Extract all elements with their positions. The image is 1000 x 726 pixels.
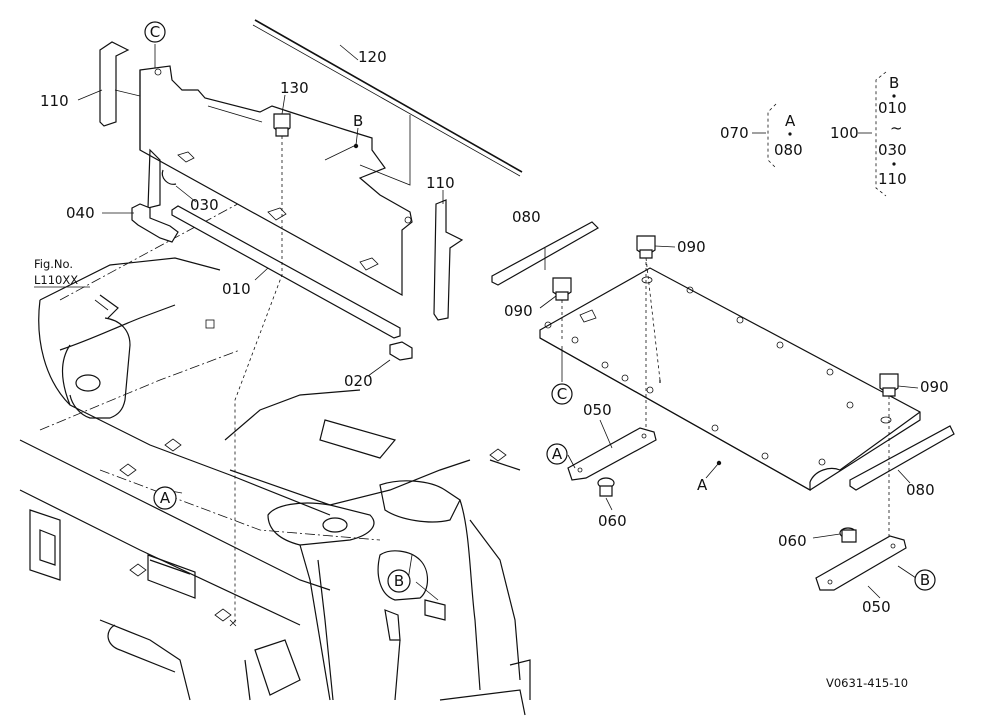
label-fig-ref: L110XX <box>34 273 78 287</box>
svg-text:C: C <box>557 385 567 403</box>
label-b-panel: B <box>353 112 363 130</box>
label-040: 040 <box>66 204 95 222</box>
leader-lines <box>77 44 919 601</box>
legend-100-letter: B <box>889 74 899 92</box>
bolt-090-centerline-upper <box>645 257 661 381</box>
part-010-strip <box>171 205 401 339</box>
label-120: 120 <box>358 48 387 66</box>
part-120-rod <box>254 19 523 173</box>
label-110-left: 110 <box>40 92 69 110</box>
label-010: 010 <box>222 280 251 298</box>
circle-ref-b-bracket: B <box>914 569 936 591</box>
part-050-bracket-left <box>567 427 657 481</box>
legend-100-item-0: 010 <box>878 99 907 117</box>
leader-dot-b-panel <box>353 143 359 149</box>
legend-070-number: 070 <box>720 124 749 142</box>
label-080-upper: 080 <box>512 208 541 226</box>
part-080-strip-right <box>849 425 955 491</box>
legend-100-item-3: 110 <box>878 170 907 188</box>
svg-text:B: B <box>920 571 930 589</box>
label-110-right: 110 <box>426 174 455 192</box>
svg-text:A: A <box>552 445 563 463</box>
part-090-bolt-upper <box>636 235 656 259</box>
drawing-code: V0631-415-10 <box>826 676 908 690</box>
bolt-130-centerline <box>234 136 283 625</box>
label-060-right: 060 <box>778 532 807 550</box>
label-130: 130 <box>280 79 309 97</box>
legend-100-item-2: 030 <box>878 141 907 159</box>
part-110-right-bracket <box>433 199 464 321</box>
leader-dot-a-plate <box>716 460 722 466</box>
part-090-bolt-right <box>879 373 899 397</box>
svg-text:A: A <box>160 489 171 507</box>
part-090-bolt-left <box>552 277 572 301</box>
label-050-left: 050 <box>583 401 612 419</box>
circle-ref-a-bracket: A <box>546 443 568 465</box>
legend-070-letter: A <box>785 112 796 130</box>
part-050-bracket-right <box>815 535 907 591</box>
part-130-bolt <box>273 113 291 137</box>
legend-070-item-0: 080 <box>774 141 803 159</box>
circle-ref-a-body: A <box>153 486 177 510</box>
label-a-plate: A <box>697 476 708 494</box>
label-fig-no: Fig.No. <box>34 257 73 271</box>
label-080-right: 080 <box>906 481 935 499</box>
part-110-left-bracket <box>99 41 130 127</box>
tractor-body-outline <box>19 199 531 716</box>
label-050-right: 050 <box>862 598 891 616</box>
legend-100-number: 100 <box>830 124 859 142</box>
label-090-upper: 090 <box>677 238 706 256</box>
part-060-fitting-left <box>597 477 615 497</box>
legend-100-item-1: ~ <box>890 119 903 137</box>
floor-plate-assembly-a <box>539 267 921 492</box>
label-060-left: 060 <box>598 512 627 530</box>
svg-text:B: B <box>394 572 404 590</box>
part-060-fitting-right <box>839 527 857 543</box>
circle-ref-c-top: C <box>144 21 166 43</box>
back-panel-assembly-b <box>139 65 413 297</box>
svg-text:C: C <box>150 23 160 41</box>
label-090-left: 090 <box>504 302 533 320</box>
label-030: 030 <box>190 196 219 214</box>
part-040-bracket <box>131 203 179 243</box>
circle-ref-c-plate: C <box>551 383 573 405</box>
legend-group-070: 070 A 080 <box>720 103 803 169</box>
label-020: 020 <box>344 372 373 390</box>
legend-group-100: 100 B 010 ~ 030 110 <box>830 71 907 197</box>
part-020-block <box>389 341 413 361</box>
circle-ref-b-body: B <box>387 569 411 593</box>
label-090-right: 090 <box>920 378 949 396</box>
